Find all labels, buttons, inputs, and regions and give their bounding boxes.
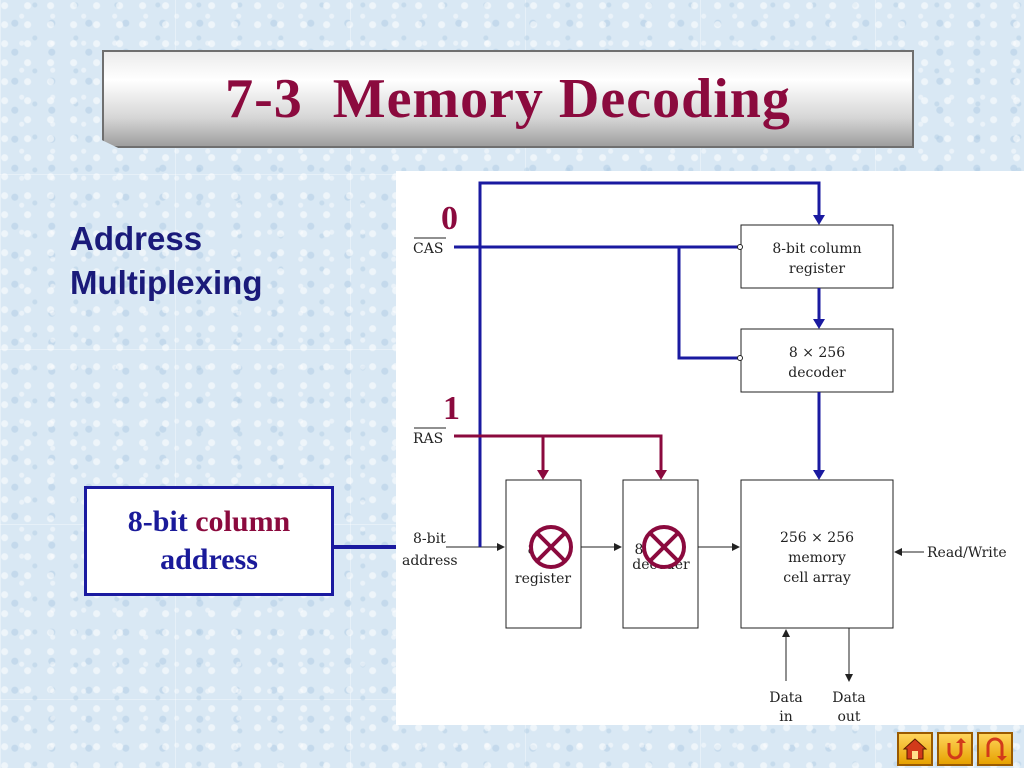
title-banner: 7-3 Memory Decoding	[102, 50, 914, 148]
column-decoder-label-2: decoder	[788, 365, 846, 381]
blue-arrowheads	[813, 215, 825, 480]
data-out-label-2: out	[837, 709, 860, 725]
callout-text-a: 8-bit	[127, 505, 196, 538]
return-button[interactable]	[937, 732, 973, 766]
data-in-label-1: Data	[769, 690, 803, 706]
back-button[interactable]	[977, 732, 1013, 766]
callout-line-2: address	[160, 543, 258, 576]
row-register-label-2: register	[515, 571, 572, 587]
heading-line-1: Address	[70, 220, 203, 257]
column-register-label-1: 8-bit column	[772, 241, 861, 257]
cas-invert-bubble-1	[737, 244, 743, 250]
home-button[interactable]	[897, 732, 933, 766]
cas-invert-bubble-2	[737, 355, 743, 361]
column-decoder-label-1: 8 × 256	[789, 345, 845, 361]
diagram-canvas: 8-bit column register 8 × 256 decoder 8 …	[402, 181, 1007, 725]
return-icon	[947, 738, 966, 760]
array-label-2: memory	[788, 550, 846, 566]
column-register-block	[740, 224, 894, 289]
row-register-disabled-icon	[529, 525, 573, 569]
array-label-1: 256 × 256	[780, 530, 854, 546]
row-decoder-label-1: 8	[635, 542, 644, 558]
column-address-callout: 8-bit column address	[84, 486, 334, 596]
home-icon	[902, 738, 928, 760]
callout-text-b: column	[195, 505, 291, 538]
address-label-1: 8-bit	[413, 531, 446, 547]
cas-active-wires	[454, 181, 821, 547]
ras-wires	[454, 434, 663, 471]
data-in-label-2: in	[779, 709, 793, 725]
memory-decoding-diagram: 8-bit column register 8 × 256 decoder 8 …	[396, 171, 1024, 725]
ras-bit-value: 1	[443, 390, 460, 427]
page-title: 7-3 Memory Decoding	[225, 68, 791, 130]
red-arrowheads	[537, 470, 667, 480]
ras-label: RAS	[413, 431, 443, 447]
heading-line-2: Multiplexing	[70, 264, 263, 301]
array-label-3: cell array	[783, 570, 851, 586]
row-decoder-disabled-icon	[642, 525, 686, 569]
cas-label: CAS	[413, 241, 443, 257]
cas-bit-value: 0	[441, 200, 458, 237]
data-out-label-1: Data	[832, 690, 866, 706]
column-decoder-block	[740, 328, 894, 393]
address-label-2: address	[402, 553, 458, 569]
column-register-label-2: register	[789, 261, 846, 277]
back-icon	[986, 737, 1007, 761]
section-heading: Address Multiplexing	[70, 217, 263, 305]
memory-array-block	[740, 479, 894, 629]
read-write-label: Read/Write	[927, 545, 1007, 561]
callout-line-1: 8-bit column	[128, 503, 291, 541]
